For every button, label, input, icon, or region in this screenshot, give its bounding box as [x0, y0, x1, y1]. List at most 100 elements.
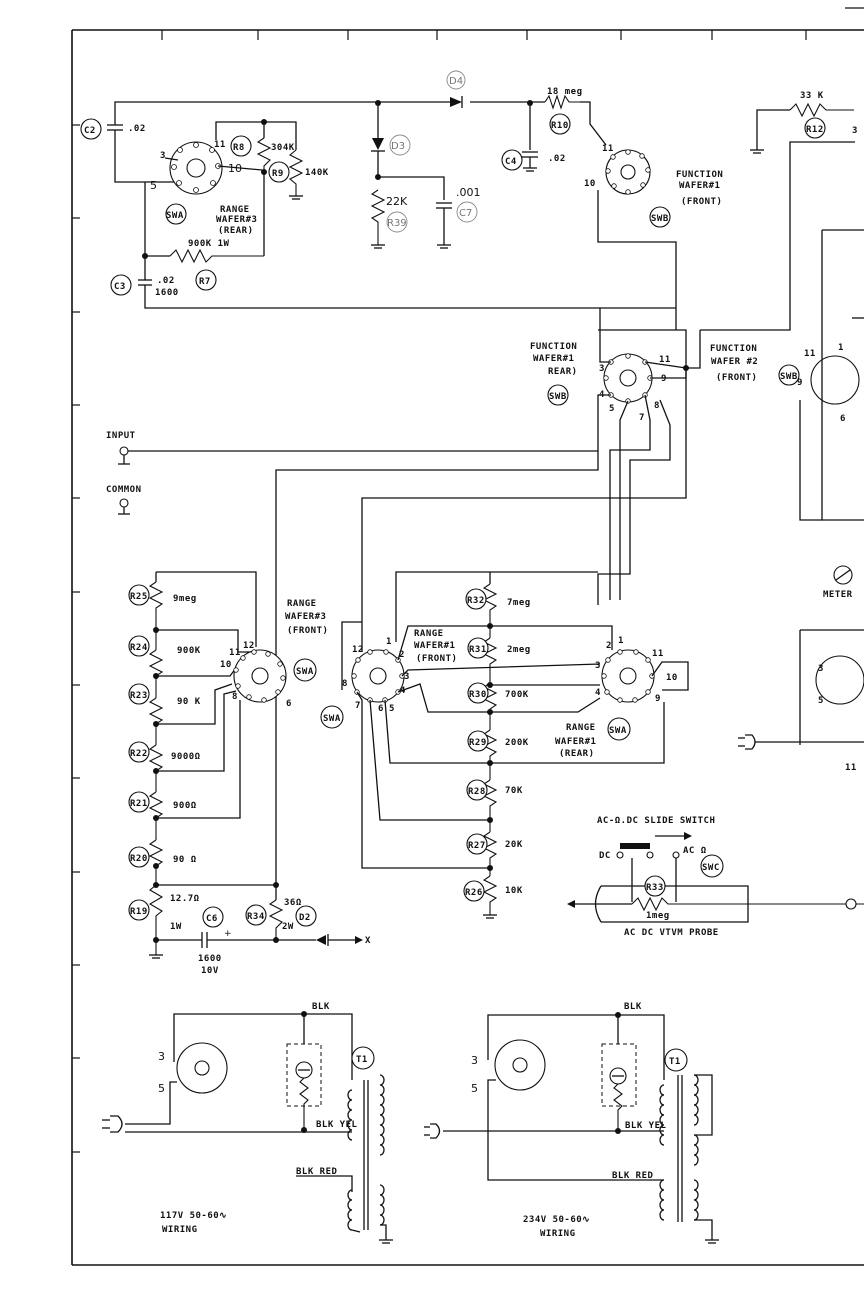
label-r20-value: 90 Ω — [173, 855, 197, 865]
label-r10-value: 18 meg — [547, 87, 583, 97]
rw3f-pin-6: 6 — [286, 699, 292, 709]
fw2f-pin-11: 11 — [804, 349, 816, 359]
label-r20: R20 — [130, 854, 148, 864]
label-r34-value2: 2W — [282, 922, 294, 932]
pin-cut-3: 3 — [852, 126, 858, 136]
label-r27: R27 — [468, 841, 486, 851]
right-cut-section: METER 3 5 11 — [738, 565, 864, 773]
label-r32-value: 7meg — [507, 598, 531, 608]
label-r24: R24 — [130, 643, 148, 653]
rw1f-pin-12: 12 — [352, 645, 364, 655]
diode-d4 — [450, 96, 463, 108]
range-wafer3-rear-section: D4 18 meg R10 C4 .02 D3 .001 C7 22K — [80, 70, 676, 309]
label-blk-117: BLK — [312, 1002, 330, 1012]
rw1f-pin-4: 4 — [400, 686, 406, 696]
label-blk-yel-117: BLK YEL — [316, 1120, 358, 1130]
right-pin-3: 3 — [818, 664, 824, 674]
fw1f-pin-11: 11 — [602, 144, 614, 154]
label-r24-value: 900K — [177, 646, 201, 656]
label-blk-234: BLK — [624, 1002, 642, 1012]
label-c6-value2: 10V — [201, 966, 219, 976]
label-r29-value: 200K — [505, 738, 529, 748]
fw1r-label-1: FUNCTION — [530, 342, 577, 352]
rw1r-pin-11: 11 — [652, 649, 664, 659]
rw1f-label-3: (FRONT) — [416, 654, 457, 664]
rw1r-pin-3: 3 — [595, 661, 601, 671]
label-r32: R32 — [467, 596, 485, 606]
label-r25: R25 — [130, 592, 148, 602]
fw1f-label-2: WAFER#1 — [679, 181, 720, 191]
label-r8: R8 — [233, 143, 245, 153]
label-swc: SWC — [702, 863, 720, 873]
fw1f-label-1: FUNCTION — [676, 170, 723, 180]
fw1r-label-3: REAR) — [548, 367, 578, 377]
label-r21: R21 — [130, 799, 148, 809]
fw1r-pin-9: 9 — [661, 374, 667, 384]
label-r19-value: 12.7Ω — [170, 894, 200, 904]
label-r19: R19 — [130, 907, 148, 917]
label-234v-wiring: WIRING — [540, 1229, 576, 1239]
rw1f-pin-3: 3 — [404, 672, 410, 682]
rw3f-pin-12: 12 — [243, 641, 255, 651]
fw2f-pin-9: 9 — [797, 378, 803, 388]
fw2f-label-3: (FRONT) — [716, 373, 757, 383]
label-r8-value: 304K — [271, 143, 295, 153]
right-pin-5: 5 — [818, 696, 824, 706]
rw1r-label-3: (REAR) — [559, 749, 595, 759]
rw3f-label-3: (FRONT) — [287, 626, 328, 636]
pin-10: 10 — [228, 162, 242, 175]
rw1r-pin-9: 9 — [655, 694, 661, 704]
power-117v-section: BLK 3 5 BLK YEL BLK RED T1 1 — [102, 1002, 393, 1244]
rw3f-label-1: RANGE — [287, 599, 317, 609]
label-r21-value: 900Ω — [173, 801, 197, 811]
rw3f-pin-11: 11 — [229, 648, 241, 658]
label-r30: R30 — [469, 690, 487, 700]
fw2f-label-2: WAFER #2 — [711, 357, 758, 367]
label-r9: R9 — [272, 169, 284, 179]
rw1r-label-1: RANGE — [566, 723, 596, 733]
range-wafer3-rear-label-1: RANGE — [220, 205, 250, 215]
fw1r-pin-11: 11 — [659, 355, 671, 365]
label-r12: R12 — [806, 125, 824, 135]
label-r7: R7 — [199, 277, 211, 287]
label-ac-dc-switch: AC-Ω.DC SLIDE SWITCH — [597, 816, 715, 826]
label-r31-value: 2meg — [507, 645, 531, 655]
rw1f-pin-5: 5 — [389, 704, 395, 714]
label-swa-left: SWA — [296, 667, 314, 677]
rw1f-pin-6: 6 — [378, 704, 384, 714]
label-dc: DC — [599, 851, 611, 861]
label-r23: R23 — [130, 691, 148, 701]
middle-resistor-ladder: R32 7meg R31 2meg R30 700K R29 200K R28 … — [320, 571, 689, 919]
label-r33: R33 — [646, 883, 664, 893]
function-wafer1-front-section: 11 10 FUNCTION WAFER#1 (FRONT) SWB 33 K … — [580, 91, 858, 331]
label-r26: R26 — [465, 888, 483, 898]
label-swa-top: SWA — [166, 211, 184, 221]
fw1f-pin-10: 10 — [584, 179, 596, 189]
label-c7: C7 — [459, 208, 472, 219]
label-r39-value: 22K — [386, 195, 408, 208]
pin-11: 11 — [214, 140, 226, 150]
p117-pin-5: 5 — [158, 1082, 165, 1095]
label-r33-value: 1meg — [646, 911, 670, 921]
label-117v-wiring: WIRING — [162, 1225, 198, 1235]
label-d3: D3 — [391, 141, 405, 152]
label-d4: D4 — [449, 76, 463, 87]
pin-3: 3 — [160, 151, 166, 161]
label-r29: R29 — [469, 738, 487, 748]
fw2f-pin-6: 6 — [840, 414, 846, 424]
label-swa-mid: SWA — [323, 714, 341, 724]
label-r27-value: 20K — [505, 840, 523, 850]
label-c2-value: .02 — [128, 124, 146, 134]
label-swa-right: SWA — [609, 726, 627, 736]
rw1r-pin-1: 1 — [618, 636, 624, 646]
rw1f-label-2: WAFER#1 — [414, 641, 455, 651]
label-r28-value: 70K — [505, 786, 523, 796]
label-c7-value: .001 — [456, 186, 481, 199]
label-t1-234: T1 — [669, 1057, 681, 1067]
rw1f-pin-2: 2 — [399, 650, 405, 660]
label-c4-value: .02 — [548, 154, 566, 164]
range-wafer3-rear-label-2: WAFER#3 — [216, 215, 257, 225]
label-r25-value: 9meg — [173, 594, 197, 604]
label-meter: METER — [823, 590, 853, 600]
